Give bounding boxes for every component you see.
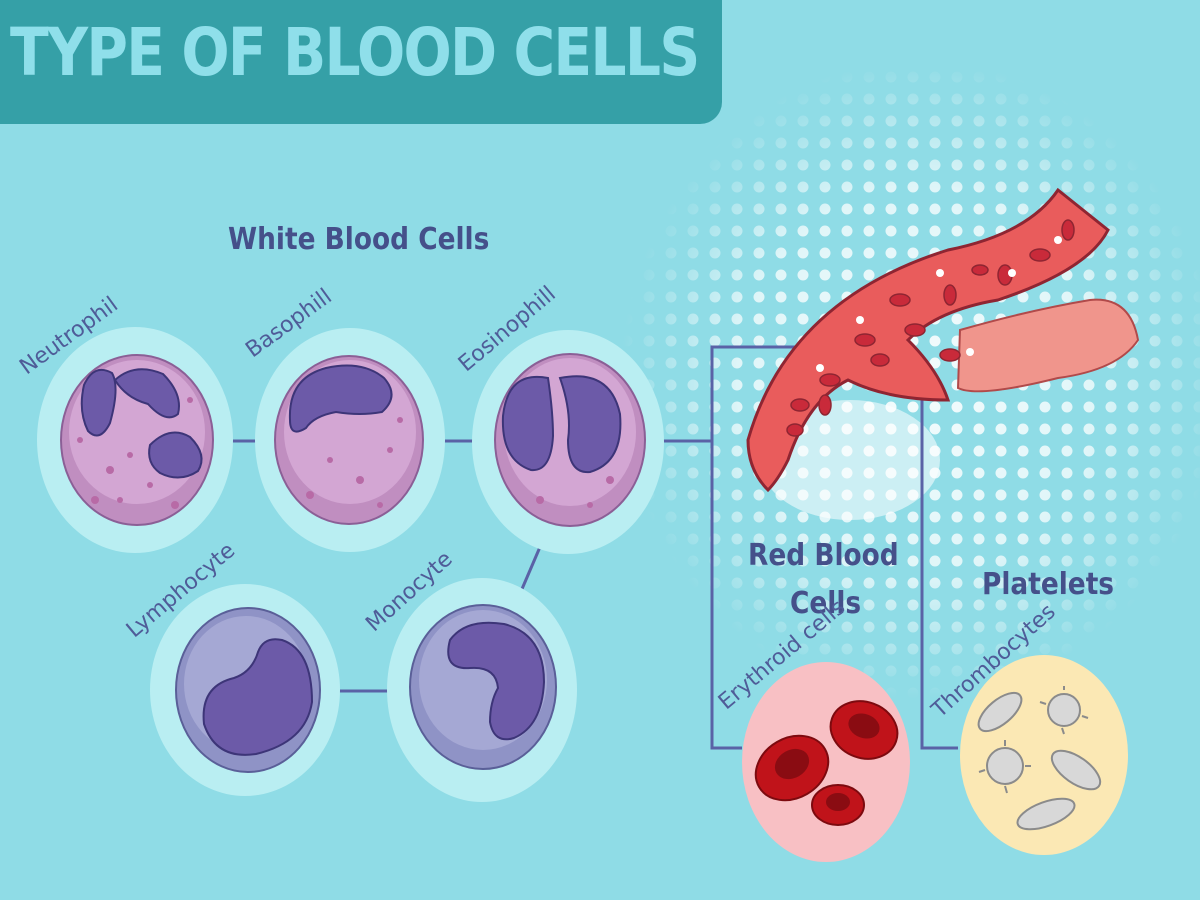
lymphocyte-cell [150,584,340,796]
platelets-group [960,655,1128,855]
monocyte-cell [387,578,577,802]
red-blood-cells-heading-line2: Cells [790,586,862,621]
glow [760,400,940,520]
connector-lines [228,345,958,750]
white-blood-cells-heading: White Blood Cells [228,222,490,257]
page-title: TYPE OF BLOOD CELLS [10,14,700,91]
neutrophil-cell [37,327,233,553]
red-blood-cell-group [742,662,910,862]
eosinophil-cell [472,330,664,554]
blood-vessel [746,187,1140,493]
platelets-heading: Platelets [982,567,1115,602]
red-blood-cells-heading-line1: Red Blood [748,538,899,573]
basophil-cell [255,328,445,552]
